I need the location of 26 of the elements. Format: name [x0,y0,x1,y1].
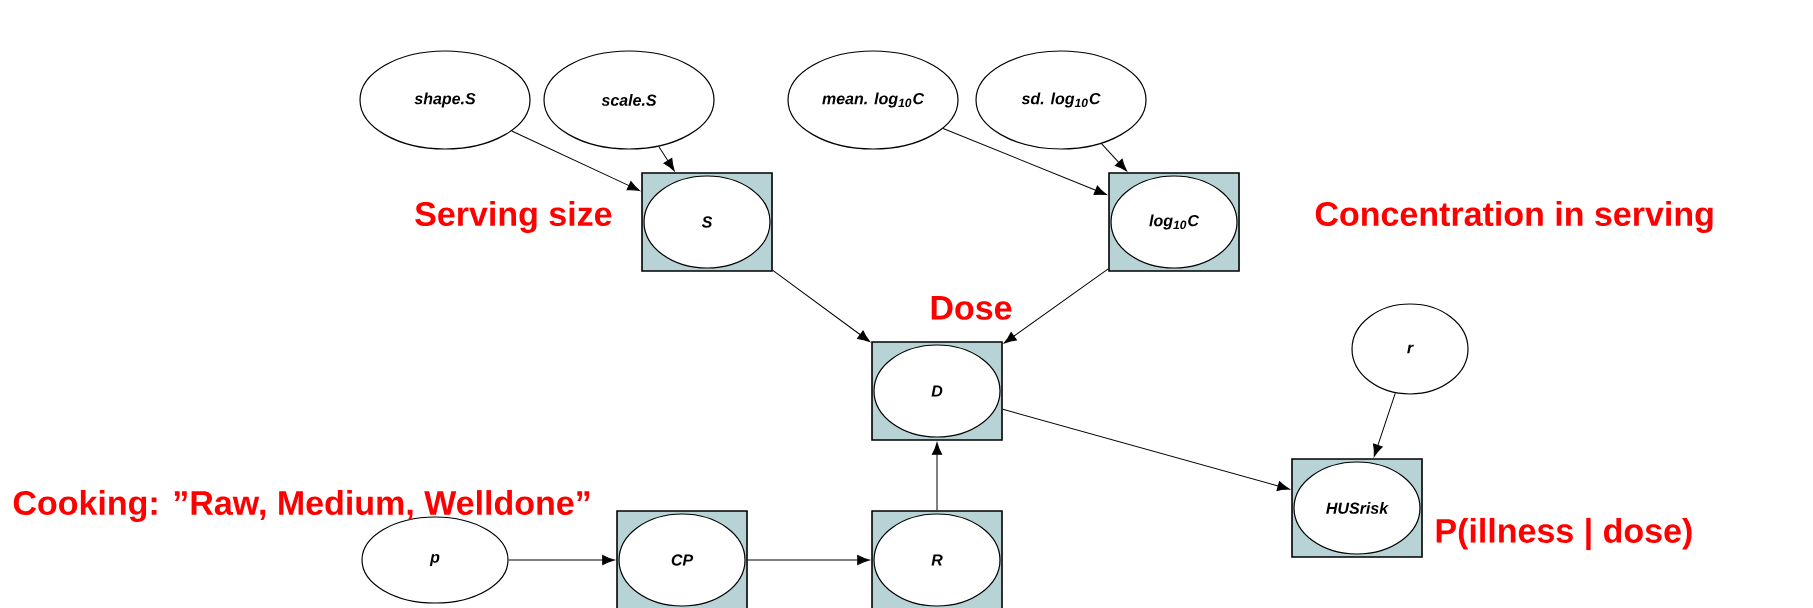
boxed-ellipse-node: log$_{10}$C [1108,172,1240,272]
boxed-ellipse-node: HUSrisk [1291,458,1423,558]
annotation-text: Concentration in serving [1315,201,1713,233]
boxed-ellipse-node: S [641,172,773,272]
annotation-text: Serving size [415,201,612,233]
ellipse-node: scale.S [543,50,715,150]
annotation-text: Dose [931,296,1012,320]
arrow [747,554,870,566]
arrow [1101,143,1128,172]
boxed-ellipse-node: CP [616,510,748,608]
annotation-text: P(illness | dose) [1436,517,1692,551]
arrow [511,130,640,192]
arrow [658,146,675,172]
ellipse-node: mean. log$_{10}$C [787,50,959,150]
boxed-ellipse-node: R [871,510,1003,608]
arrow [508,554,615,566]
arrow [1002,408,1290,491]
arrow [772,269,871,343]
ellipse-node: sd. log$_{10}$C [975,50,1147,150]
arrow [931,442,943,511]
arrow [1003,268,1109,344]
arrow [942,127,1107,196]
boxed-ellipse-node: D [871,341,1003,441]
ellipse-node: shape.S [359,50,531,150]
ellipse-node: r [1351,303,1469,395]
arrow [1373,392,1396,457]
